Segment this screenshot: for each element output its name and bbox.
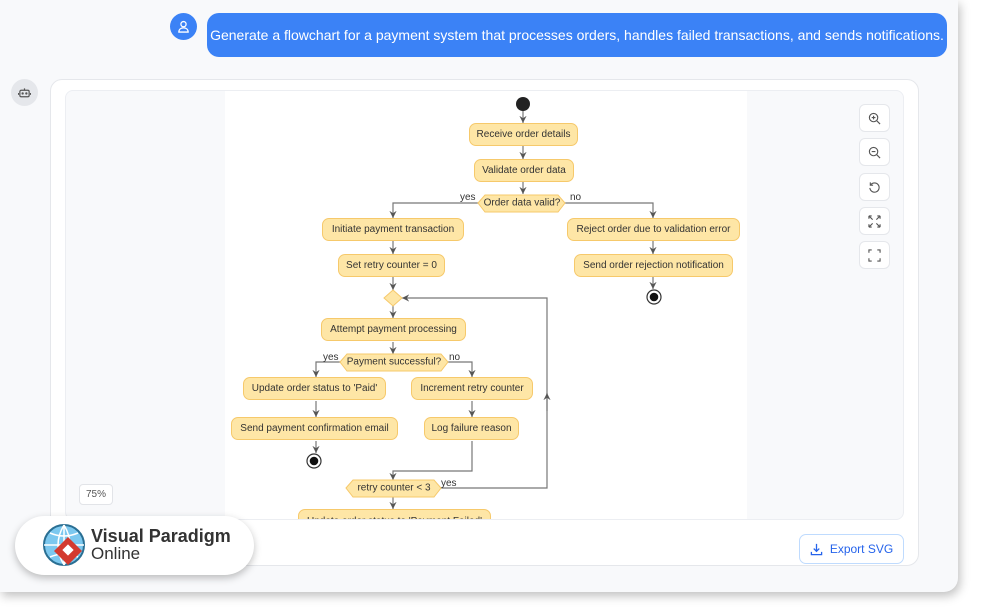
globe-logo-icon	[43, 523, 85, 566]
export-svg-button[interactable]: Export SVG	[799, 534, 904, 564]
node-send-confirmation[interactable]: Send payment confirmation email	[231, 417, 398, 440]
zoom-in-button[interactable]	[859, 104, 890, 132]
node-reject-order[interactable]: Reject order due to validation error	[567, 218, 740, 241]
edge	[312, 361, 340, 377]
zoom-out-button[interactable]	[859, 138, 890, 166]
fit-view-button[interactable]	[859, 207, 890, 235]
edge-label-yes: yes	[460, 192, 476, 203]
flowchart: Receive order details Validate order dat…	[225, 91, 747, 519]
chat-page: Generate a flowchart for a payment syste…	[11, 13, 947, 566]
edge-label-yes: yes	[323, 352, 339, 363]
end-node	[646, 289, 662, 305]
edge	[565, 202, 657, 218]
edge-label-no: no	[449, 352, 461, 363]
reset-view-button[interactable]	[859, 173, 890, 201]
decision-order-valid	[477, 194, 566, 213]
edge	[389, 202, 478, 218]
node-update-paid[interactable]: Update order status to 'Paid'	[243, 377, 386, 400]
export-svg-label: Export SVG	[829, 542, 894, 556]
bot-avatar	[11, 79, 38, 106]
node-set-retry[interactable]: Set retry counter = 0	[338, 254, 445, 277]
user-icon	[178, 20, 189, 33]
decision-payment-successful	[339, 353, 449, 372]
edge-label-yes: yes	[441, 478, 457, 489]
user-message: Generate a flowchart for a payment syste…	[207, 13, 947, 57]
user-avatar	[170, 13, 197, 40]
node-attempt-payment[interactable]: Attempt payment processing	[321, 318, 466, 341]
node-update-failed[interactable]: Update order status to 'Payment Failed'	[298, 509, 491, 519]
download-icon	[810, 543, 823, 555]
node-initiate-payment[interactable]: Initiate payment transaction	[322, 218, 464, 241]
logo-line2: Online	[91, 544, 141, 563]
bot-icon	[18, 87, 31, 97]
zoom-in-icon	[868, 112, 881, 124]
merge-diamond	[383, 289, 403, 307]
node-increment-retry[interactable]: Increment retry counter	[411, 377, 533, 400]
start-node	[516, 97, 530, 111]
logo-line1: Visual Paradigm	[91, 526, 231, 546]
decision-label: Payment successful?	[346, 356, 442, 368]
fullscreen-button[interactable]	[859, 241, 890, 269]
node-receive-order[interactable]: Receive order details	[469, 123, 578, 146]
decision-label: retry counter < 3	[357, 482, 431, 494]
end-node	[306, 453, 322, 469]
node-validate-order[interactable]: Validate order data	[474, 159, 574, 182]
fullscreen-icon	[868, 248, 881, 262]
reset-icon	[869, 181, 880, 193]
flowchart-edges	[306, 97, 662, 509]
diagram-canvas[interactable]: Receive order details Validate order dat…	[65, 90, 904, 520]
zoom-out-icon	[868, 146, 881, 158]
fit-icon	[868, 214, 881, 228]
edge	[448, 361, 476, 377]
node-log-failure[interactable]: Log failure reason	[424, 417, 519, 440]
decision-label: Order data valid?	[483, 197, 561, 209]
zoom-level: 75%	[79, 484, 113, 505]
node-send-rejection[interactable]: Send order rejection notification	[574, 254, 733, 277]
decision-retry	[345, 479, 442, 498]
edge	[389, 441, 473, 480]
edge-label-no: no	[570, 192, 582, 203]
